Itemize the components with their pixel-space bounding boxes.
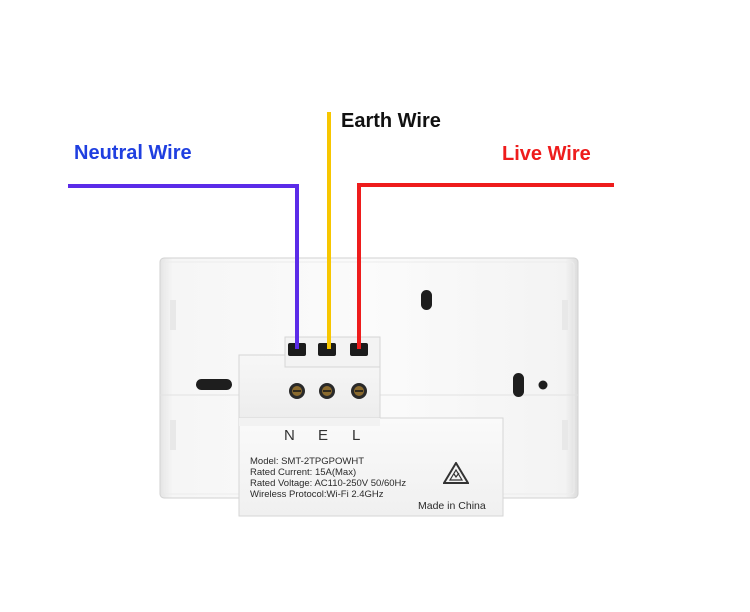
rated-voltage-text: Rated Voltage: AC110-250V 50/60Hz (250, 478, 407, 489)
left-mounting-slot (196, 379, 232, 390)
made-in-text: Made in China (418, 500, 486, 512)
terminal-n-letter: N (284, 427, 295, 444)
rated-current-text: Rated Current: 15A(Max) (250, 467, 357, 478)
terminal-e-letter: E (318, 427, 329, 444)
wireless-protocol-text: Wireless Protocol:Wi-Fi 2.4GHz (250, 489, 384, 500)
terminal-screws (289, 383, 367, 399)
wires (68, 112, 614, 349)
terminal-e-hole (318, 343, 336, 356)
live-wire-label: Live Wire (502, 143, 591, 165)
terminal-l-letter: L (352, 427, 361, 444)
terminal-n-hole (288, 343, 306, 356)
top-mounting-slot (421, 290, 432, 310)
earth-wire-label: Earth Wire (341, 110, 441, 132)
mounting-holes (196, 290, 548, 397)
neutral-wire (68, 184, 299, 349)
terminal-l-hole (350, 343, 368, 356)
model-text: Model: SMT-2TPGPOWHT (250, 456, 365, 467)
right-mounting-slot (513, 373, 524, 397)
live-wire (357, 183, 614, 349)
neutral-wire-label: Neutral Wire (74, 142, 192, 164)
terminal-block (238, 336, 381, 426)
certification-mark-icon (443, 462, 469, 484)
right-mounting-hole (538, 380, 548, 390)
